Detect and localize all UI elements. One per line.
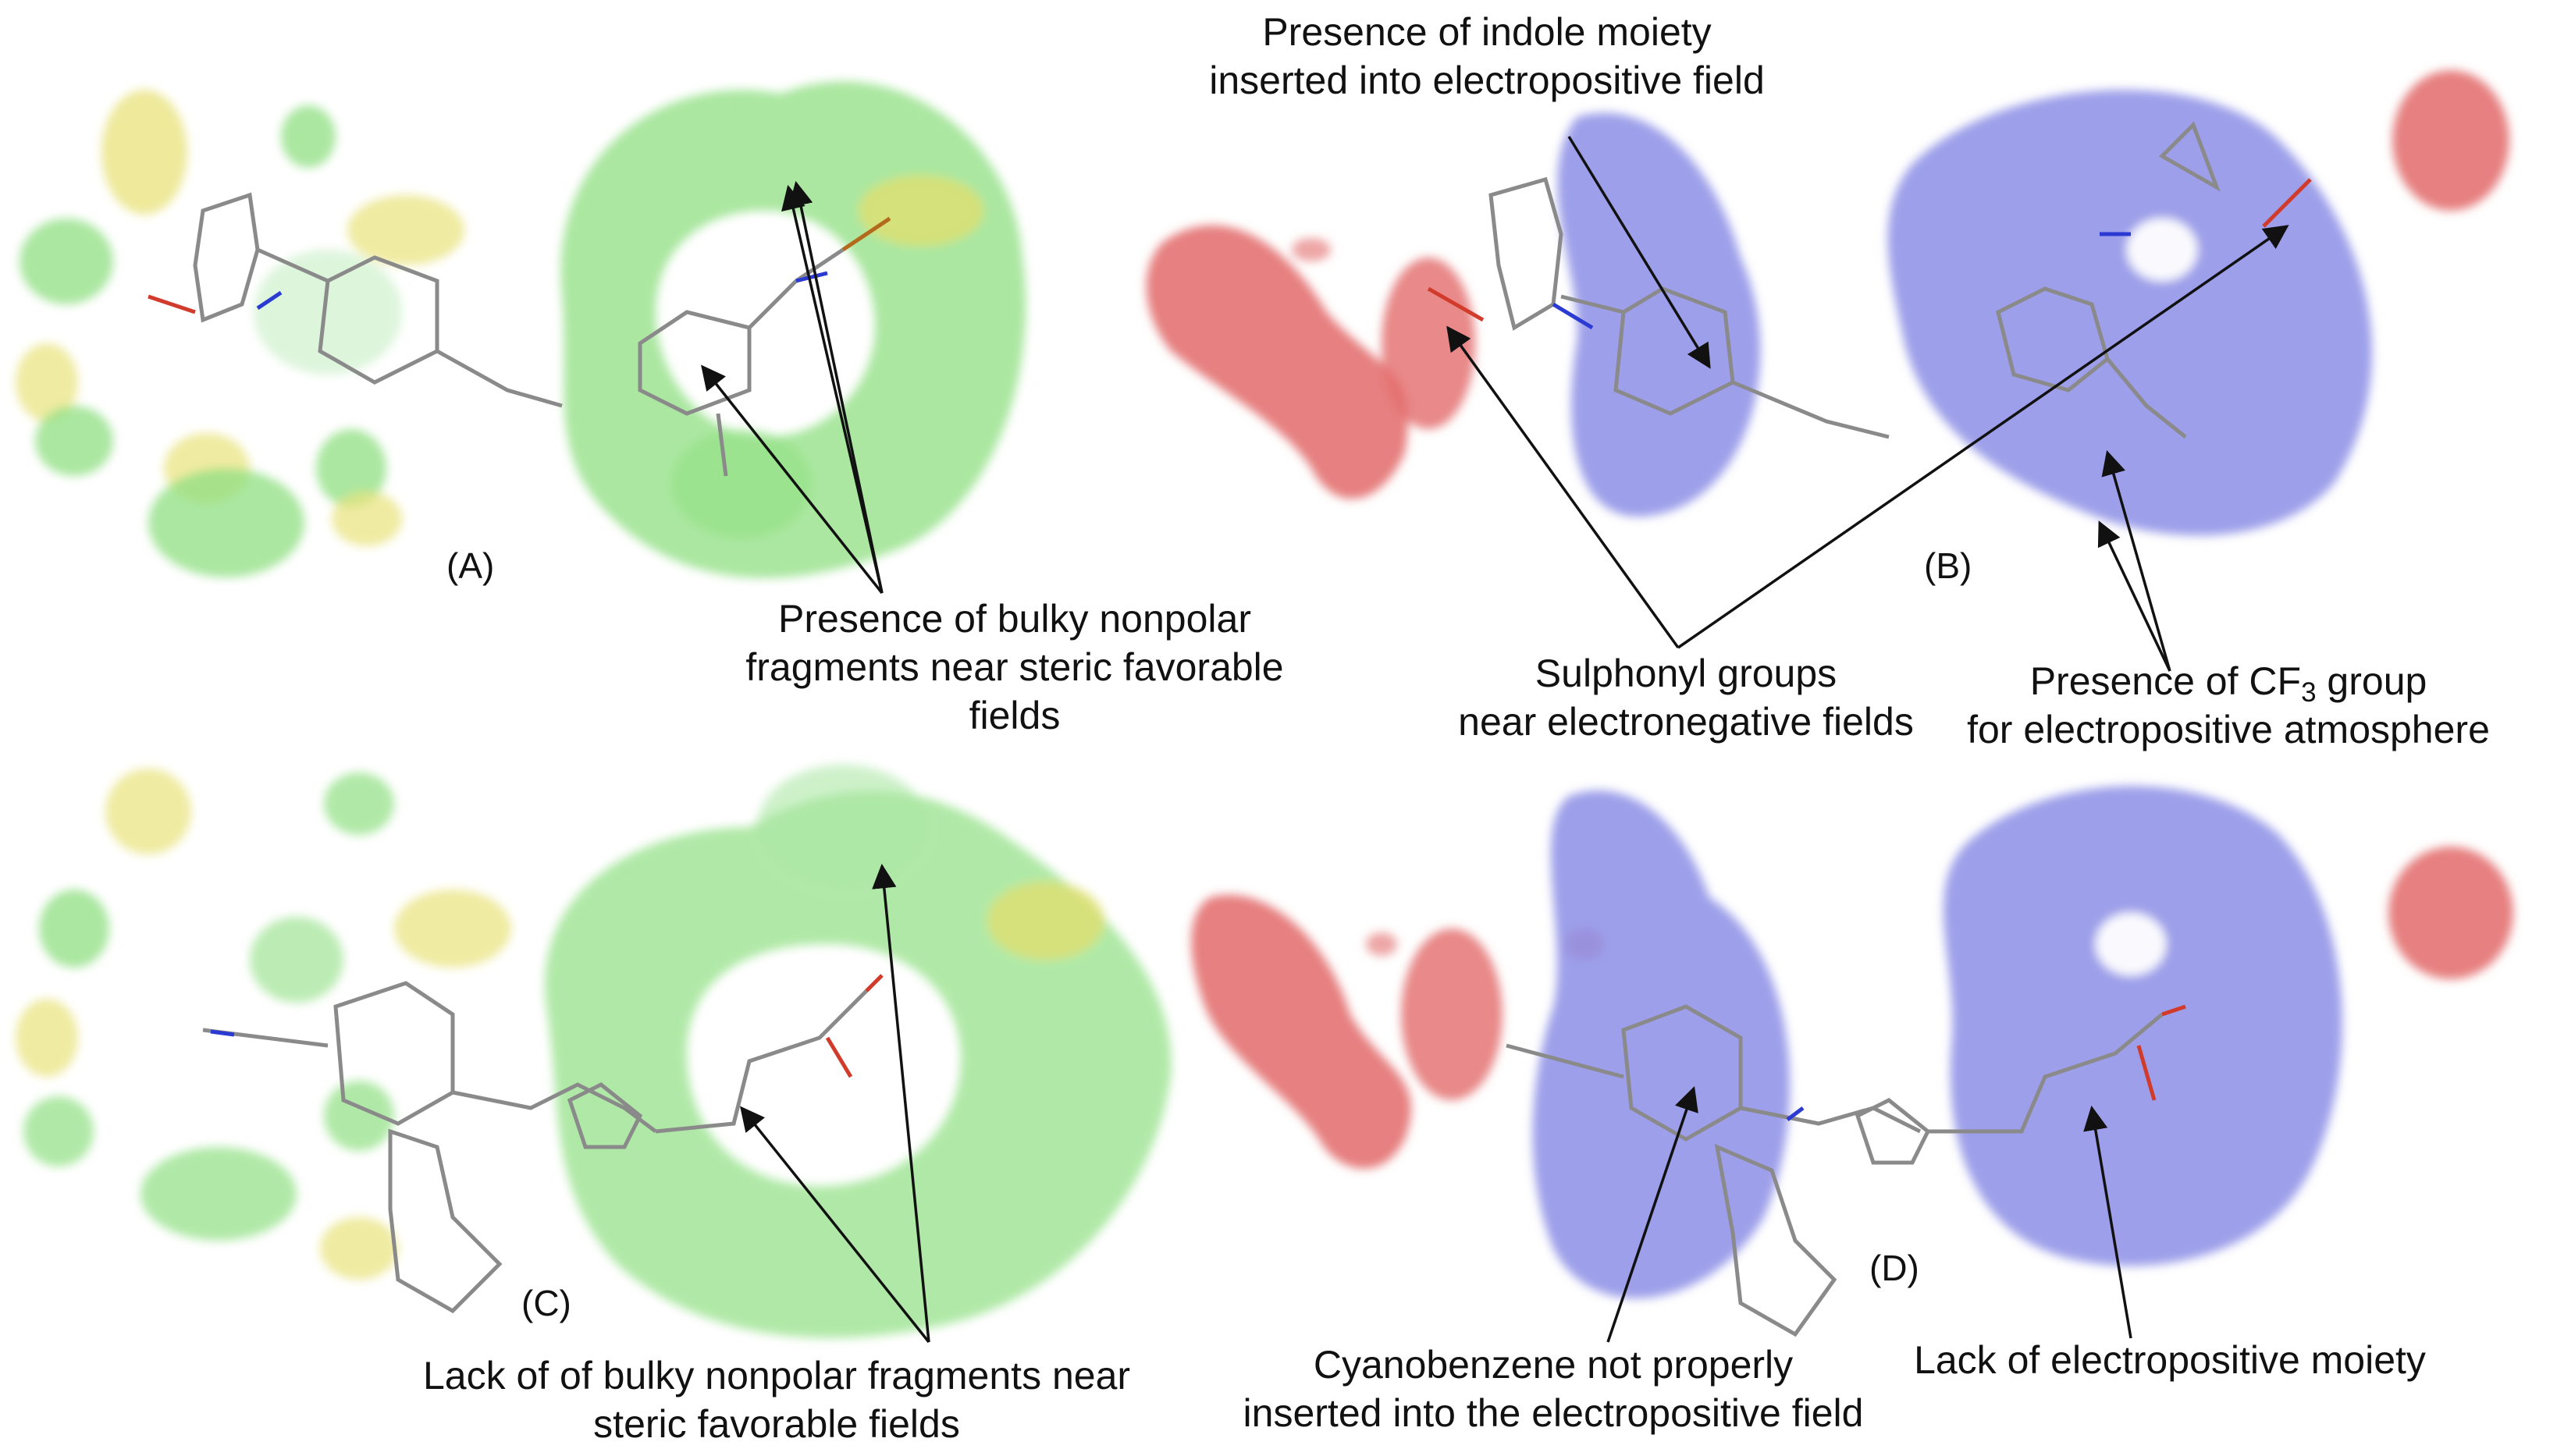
field-blob xyxy=(16,999,78,1077)
field-blob xyxy=(1146,225,1408,499)
field-blob xyxy=(20,218,113,304)
ligand-d xyxy=(1506,1004,2186,1337)
panel-label-c: (C) xyxy=(521,1283,571,1323)
arrow xyxy=(701,364,884,595)
arrow xyxy=(1567,136,1711,369)
field-blob xyxy=(757,765,929,890)
field-blob xyxy=(859,176,983,246)
arrow xyxy=(740,1106,930,1344)
field-blob xyxy=(23,1096,94,1167)
panel-d xyxy=(1191,786,2513,1299)
arrow xyxy=(2097,520,2171,672)
field-hole xyxy=(2096,913,2166,975)
field-blob xyxy=(316,429,386,507)
field-blob xyxy=(2392,70,2509,211)
field-hole xyxy=(2127,218,2197,281)
field-blob xyxy=(39,890,109,968)
field-blob xyxy=(1191,894,1412,1169)
field-blob xyxy=(101,90,187,215)
field-blob xyxy=(1887,90,2373,536)
field-blob xyxy=(671,429,812,538)
annotation-lack-electropositive: Lack of electropositive moiety xyxy=(1914,1338,2426,1382)
arrow xyxy=(2083,1105,2132,1339)
annotation-bulky-nonpolar: Presence of bulky nonpolar fragments nea… xyxy=(745,597,1284,737)
arrow xyxy=(781,184,884,594)
field-blob xyxy=(2388,847,2513,979)
field-blob xyxy=(1382,257,1475,429)
annotation-indole-moiety: Presence of indole moiety inserted into … xyxy=(1209,10,1765,102)
field-blob xyxy=(16,343,78,421)
annotation-cf3: Presence of CF3 group for electropositiv… xyxy=(1967,659,2490,751)
arrow xyxy=(1677,225,2289,649)
panel-label-b: (B) xyxy=(1924,545,1972,586)
arrow xyxy=(788,180,884,594)
arrow xyxy=(1446,325,1680,649)
arrow xyxy=(2101,449,2171,672)
field-blob xyxy=(332,492,402,546)
panel-c xyxy=(16,765,1172,1338)
field-blob xyxy=(254,250,402,375)
field-blob xyxy=(1292,238,1331,261)
arrow xyxy=(872,863,930,1343)
field-blob xyxy=(987,882,1104,960)
field-blob xyxy=(35,406,113,476)
panel-label-d: (D) xyxy=(1869,1248,1919,1288)
field-blob xyxy=(394,890,511,968)
ligand-a xyxy=(148,192,891,477)
field-blob xyxy=(105,769,191,854)
annotation-sulphonyl: Sulphonyl groups near electronegative fi… xyxy=(1458,652,1914,744)
field-blob xyxy=(1401,929,1503,1100)
field-blob xyxy=(324,772,394,835)
annotation-cyanobenzene: Cyanobenzene not properly inserted into … xyxy=(1243,1343,1864,1435)
field-blob xyxy=(281,105,336,168)
ligand-b xyxy=(1427,121,2312,439)
field-blob xyxy=(1366,932,1397,956)
arrow xyxy=(1606,1086,1698,1343)
field-blob xyxy=(250,917,343,1003)
ligand-c xyxy=(202,974,884,1314)
annotation-arrows xyxy=(701,136,2289,1344)
field-blob xyxy=(347,195,464,265)
field-blob xyxy=(1557,112,1761,517)
field-blob xyxy=(320,1217,398,1280)
field-blob xyxy=(148,468,304,577)
field-blob xyxy=(140,1147,297,1241)
field-blob xyxy=(1943,786,2342,1266)
panel-label-a: (A) xyxy=(446,545,495,586)
annotation-lack-bulky: Lack of of bulky nonpolar fragments near… xyxy=(422,1354,1131,1446)
panel-b xyxy=(1146,70,2509,536)
field-blob xyxy=(1532,790,1791,1299)
panel-a xyxy=(16,81,1026,578)
